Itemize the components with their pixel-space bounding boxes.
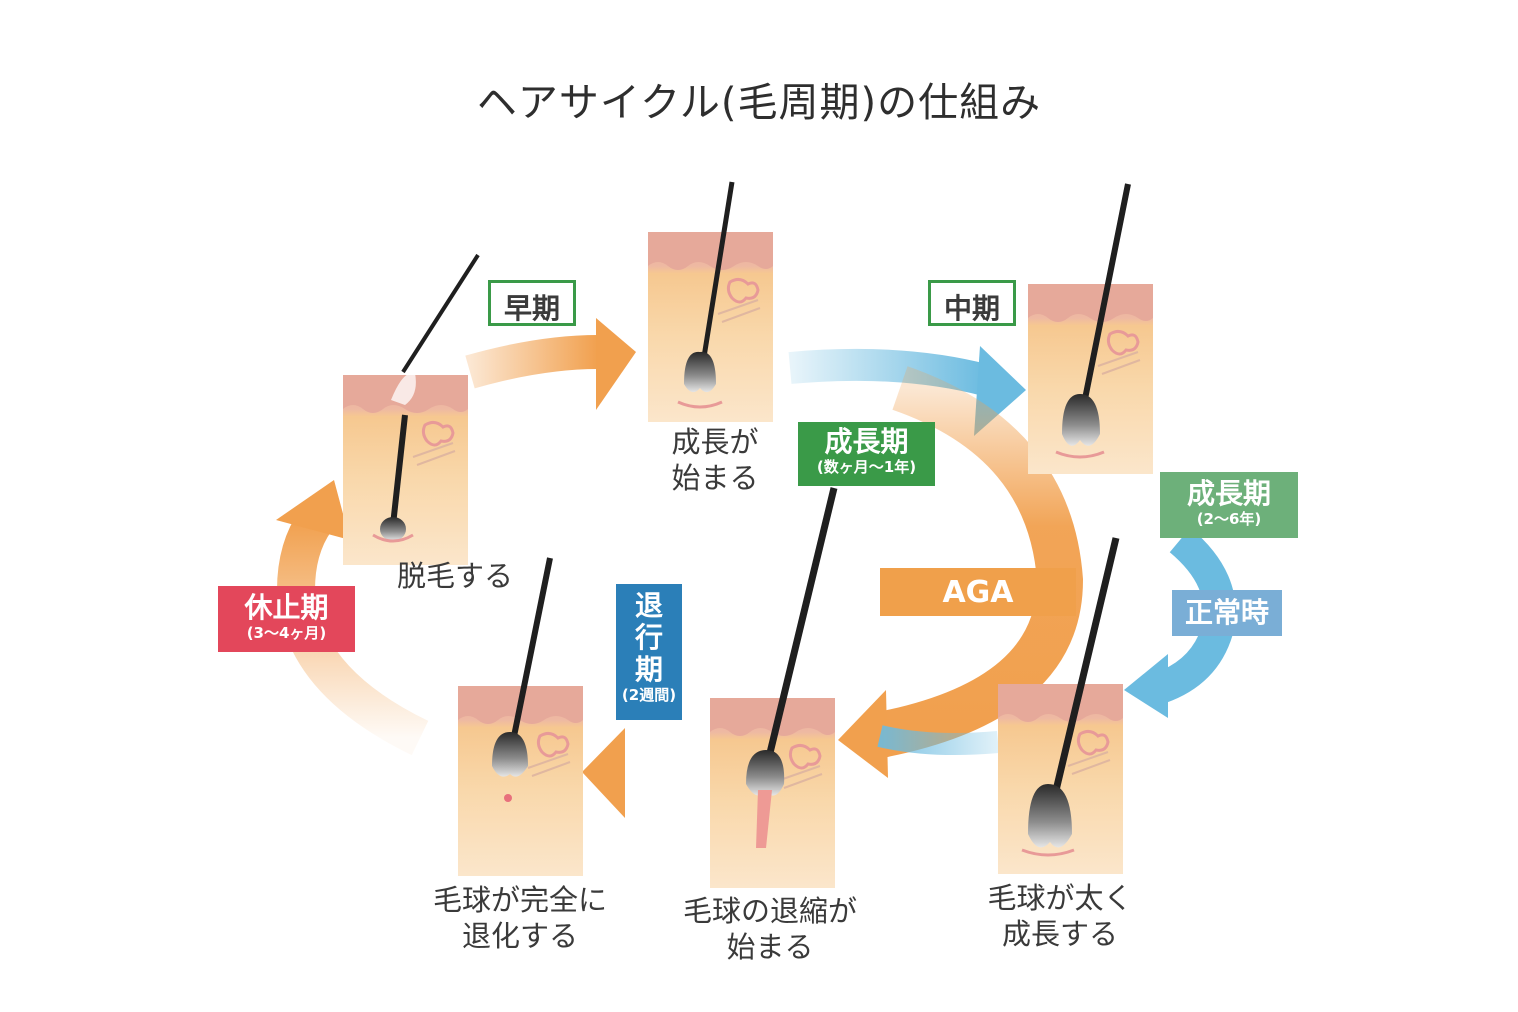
caption-regress-line2: 退化する — [461, 919, 578, 953]
tile-middle — [1026, 183, 1155, 476]
caption-growth-start: 成長が 始まる — [640, 424, 790, 496]
caption-thicken-line2: 成長する — [1001, 917, 1118, 951]
diagram-title: ヘアサイクル(毛周期)の仕組み — [476, 80, 1042, 126]
caption-growth-start-line1: 成長が — [671, 425, 759, 459]
label-rest-sub: (3〜4ヶ月) — [246, 624, 327, 642]
tile-shedding — [341, 253, 480, 567]
label-growth-aga: 成長期 (数ヶ月〜1年) — [798, 422, 935, 486]
tile-thicken — [996, 537, 1125, 876]
caption-shedding: 脱毛する — [380, 558, 530, 594]
label-regression-char3: 期 — [634, 653, 663, 686]
label-regression-char2: 行 — [634, 621, 663, 654]
arrow-thicken-to-shrink — [877, 725, 999, 755]
caption-regress-line1: 毛球が完全に — [432, 883, 607, 917]
arrow-shed-to-growth — [465, 318, 636, 410]
label-middle: 中期 — [928, 280, 1016, 326]
label-aga: AGA — [880, 568, 1076, 616]
caption-shrink-line2: 始まる — [726, 930, 814, 964]
tile-shrink — [708, 487, 838, 890]
label-rest-main: 休止期 — [244, 591, 329, 624]
arrow-shrink-to-regress — [582, 728, 696, 818]
caption-growth-start-line2: 始まる — [671, 461, 759, 495]
label-regression-char1: 退 — [634, 589, 663, 622]
label-regression: 退 行 期 (2週間) — [616, 584, 682, 720]
label-rest: 休止期 (3〜4ヶ月) — [218, 586, 355, 652]
label-early: 早期 — [488, 280, 576, 326]
tile-growth-start — [646, 181, 775, 424]
tile-regress — [456, 557, 585, 878]
caption-thicken-line1: 毛球が太く — [987, 881, 1133, 915]
label-growth-aga-sub: (数ヶ月〜1年) — [816, 458, 917, 476]
label-growth-aga-main: 成長期 — [824, 425, 909, 458]
label-growth-normal-main: 成長期 — [1186, 477, 1271, 510]
label-growth-normal-sub: (2〜6年) — [1196, 510, 1262, 528]
caption-shrink: 毛球の退縮が 始まる — [665, 893, 875, 965]
caption-shedding-text: 脱毛する — [396, 559, 513, 593]
caption-thicken: 毛球が太く 成長する — [960, 880, 1160, 952]
caption-regress: 毛球が完全に 退化する — [415, 882, 625, 954]
label-normal: 正常時 — [1172, 590, 1282, 636]
label-regression-sub: (2週間) — [621, 686, 677, 704]
label-growth-normal: 成長期 (2〜6年) — [1160, 472, 1298, 538]
caption-shrink-line1: 毛球の退縮が — [682, 894, 857, 928]
